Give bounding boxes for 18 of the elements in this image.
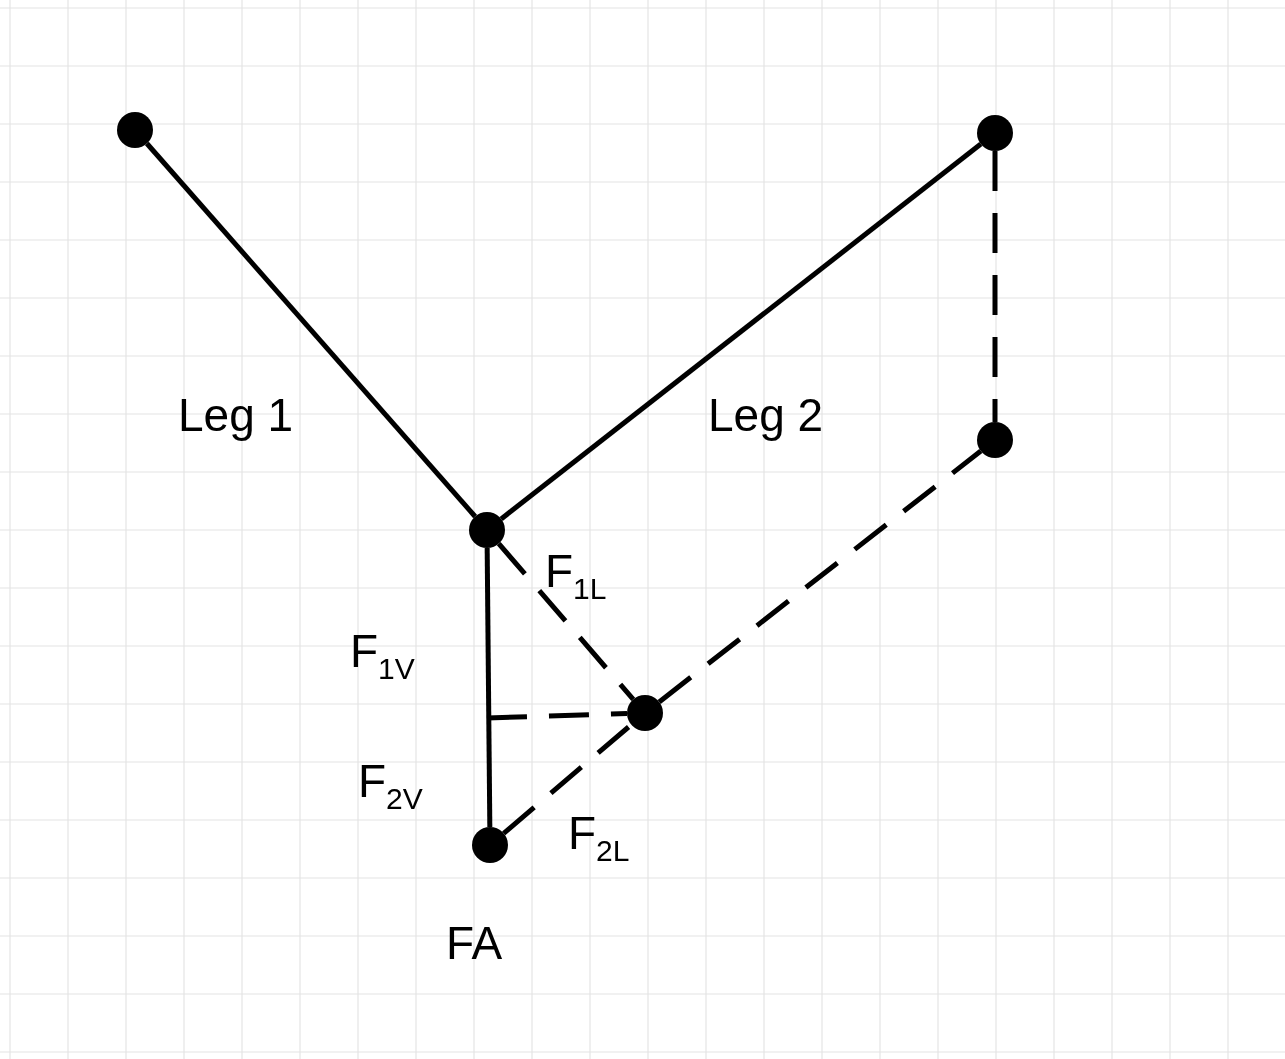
dashed-line — [992, 151, 998, 422]
point-dot — [627, 695, 663, 731]
point-dot — [117, 112, 153, 148]
point-dot — [469, 512, 505, 548]
line — [484, 547, 493, 828]
point-dot — [977, 422, 1013, 458]
force-label: F$_{1L}$ — [545, 548, 607, 604]
dashed-line — [496, 542, 636, 701]
point-label: FA — [446, 920, 503, 966]
force-label: F$_{2L}$ — [568, 810, 630, 866]
force-label: F$_{1V}$ — [350, 628, 415, 684]
point-dot — [977, 115, 1013, 151]
dashed-line — [657, 449, 983, 704]
force-label: F$_{2V}$ — [358, 758, 423, 814]
point-dot — [472, 827, 508, 863]
line — [145, 141, 477, 519]
dashed-line — [502, 722, 633, 836]
line — [499, 142, 983, 521]
